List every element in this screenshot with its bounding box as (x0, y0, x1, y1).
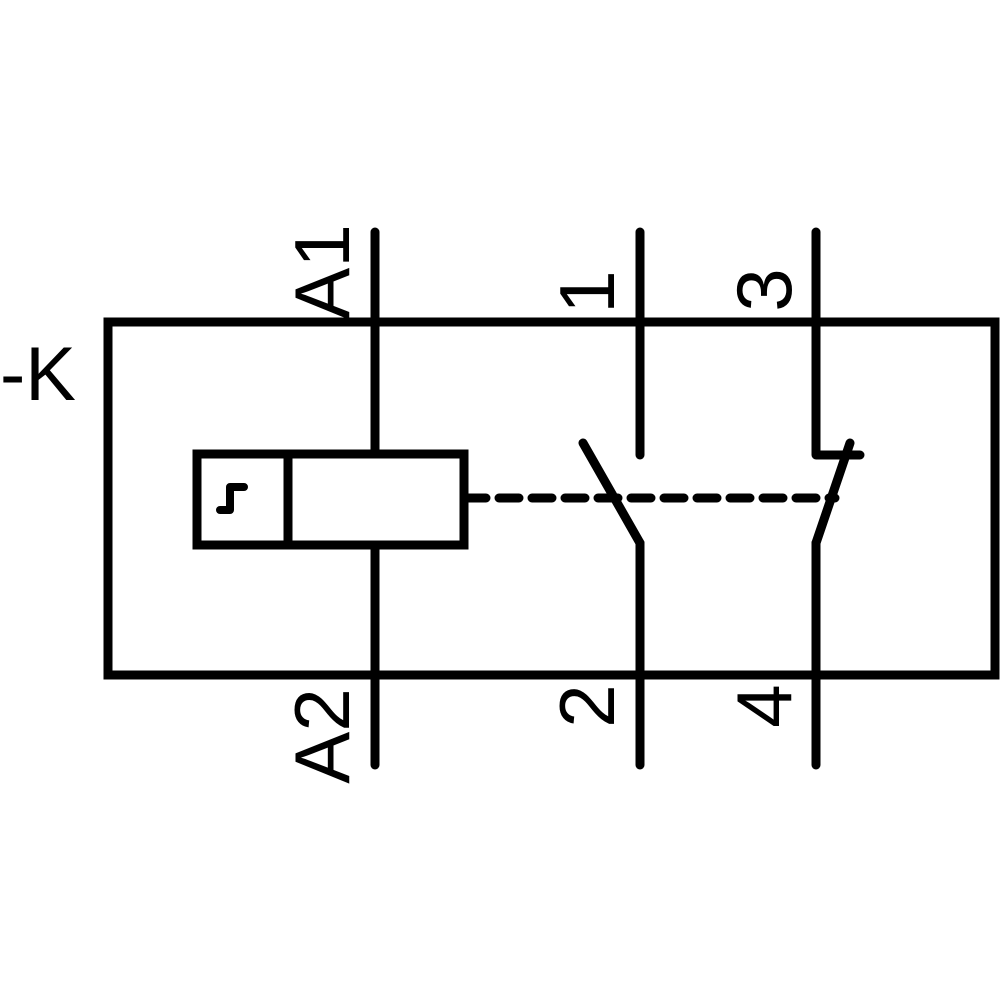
terminal-a1-label: A1 (278, 224, 366, 319)
terminal-a2-label: A2 (278, 688, 366, 783)
nc-contact-wire-top (811, 227, 865, 460)
nc-contact-blade (811, 438, 855, 548)
terminal-3-label: 3 (720, 268, 808, 311)
terminal-4-label: 4 (720, 684, 808, 727)
no-contact-blade (578, 438, 645, 548)
step-symbol-icon (216, 483, 248, 514)
terminal-1-label: 1 (543, 270, 631, 313)
device-label: -K (0, 332, 76, 417)
coil-box (192, 449, 469, 550)
device-enclosure-outline (103, 317, 1000, 680)
terminal-2-label: 2 (543, 684, 631, 727)
